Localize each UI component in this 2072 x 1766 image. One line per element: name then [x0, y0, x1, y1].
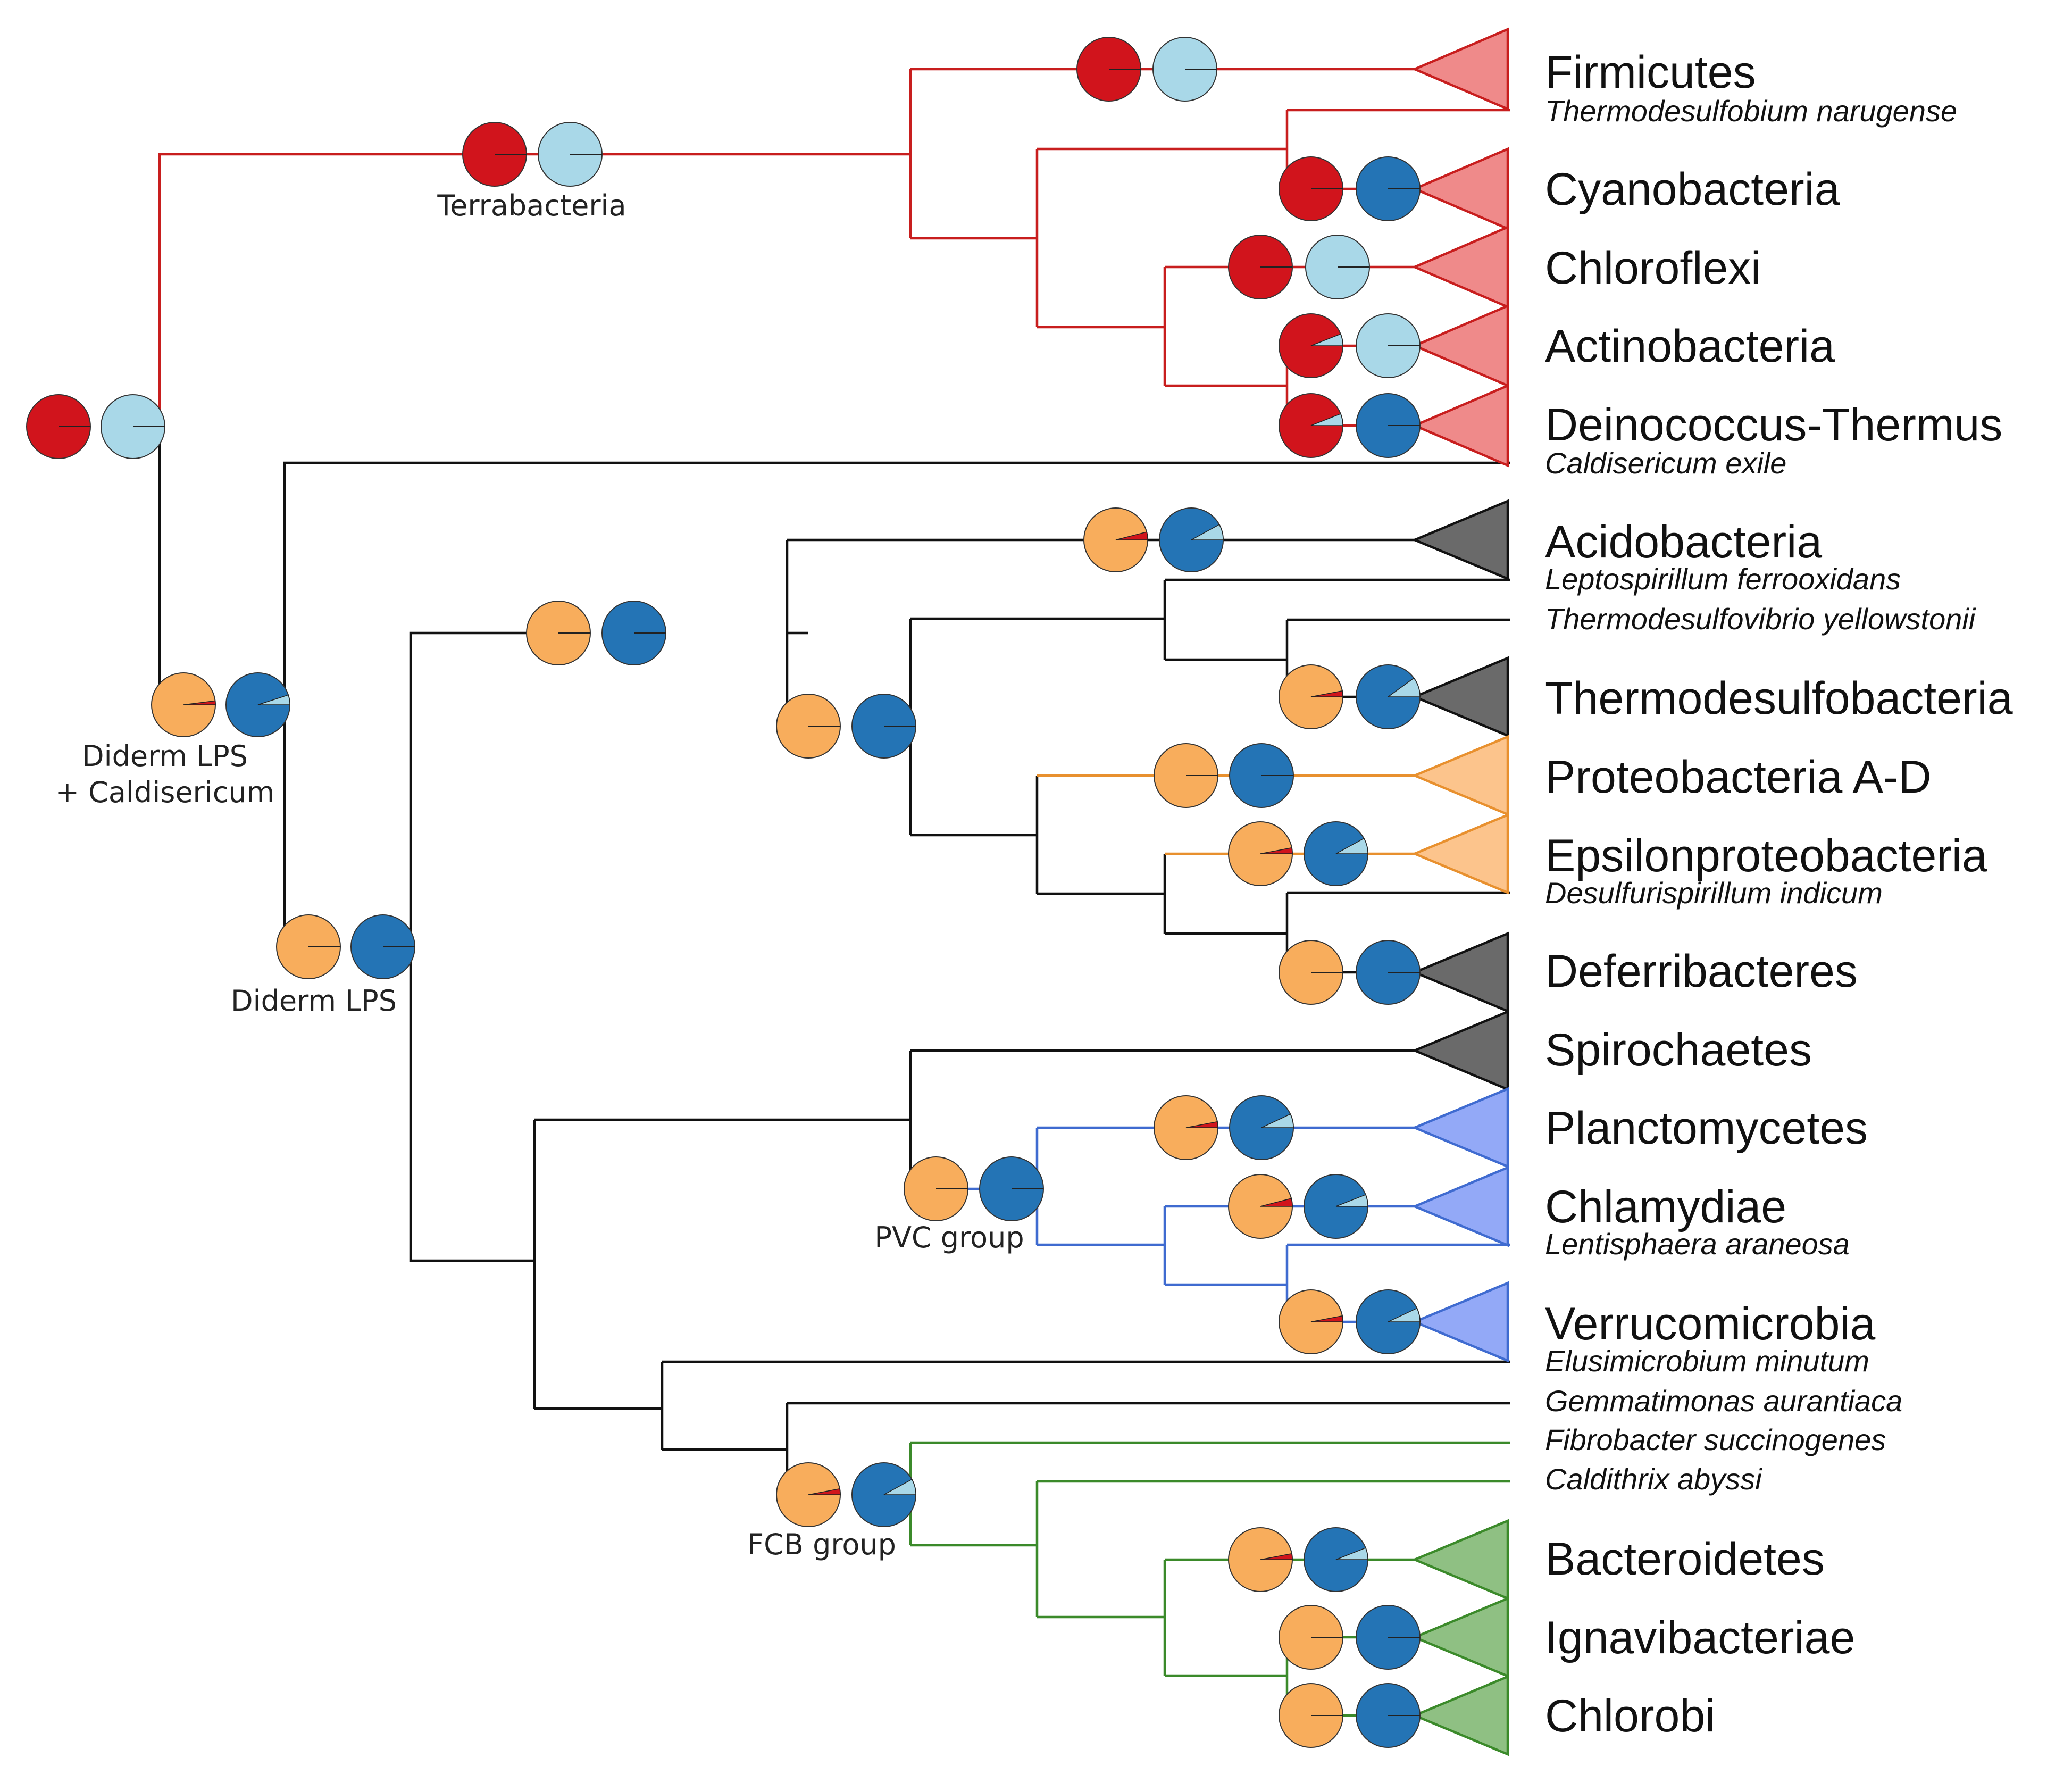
taxon-label: Planctomycetes [1545, 1103, 1868, 1154]
clade-triangle [1411, 735, 1509, 817]
taxon-label: Fibrobacter succinogenes [1545, 1423, 1886, 1456]
taxon-label: Gemmatimonas aurantiaca [1545, 1384, 1902, 1418]
taxon-label: Proteobacteria A-D [1545, 752, 1932, 803]
pie-slice [1310, 333, 1343, 346]
taxon-label: Thermodesulfobacteria [1545, 673, 2013, 724]
taxon-label: Chlamydiae [1545, 1181, 1786, 1232]
pie-slice [1335, 1547, 1368, 1560]
tree-branch [158, 153, 910, 427]
clade-triangle [1411, 1675, 1509, 1756]
taxon-label: Chlorobi [1545, 1690, 1715, 1742]
pie-slice [1185, 1121, 1218, 1128]
clade-triangle [1411, 384, 1509, 468]
pie-slice [1115, 531, 1148, 540]
pie-slice [883, 1479, 916, 1495]
taxon-label: Thermodesulfobium narugense [1545, 94, 1957, 128]
taxon-label: Thermodesulfovibrio yellowstonii [1545, 602, 1976, 636]
taxon-label: Epsilonproteobacteria [1545, 830, 1987, 881]
clade-label-terrabacteria: Terrabacteria [437, 189, 626, 222]
taxon-label: Acidobacteria [1545, 517, 1822, 568]
pie-slice [1310, 413, 1343, 426]
clade-triangle [1411, 1165, 1509, 1247]
taxon-label: Caldisericum exile [1545, 446, 1786, 480]
clade-triangle [1411, 1010, 1509, 1092]
collapsed-clades [1411, 27, 1509, 1756]
pie-slice [1261, 1113, 1294, 1128]
taxon-label: Firmicutes [1545, 47, 1756, 98]
clade-triangle [1411, 499, 1509, 581]
pie-slice [257, 694, 290, 705]
taxon-label: Deferribacteres [1545, 946, 1858, 997]
tree-branch [283, 461, 1510, 705]
taxon-label: Actinobacteria [1545, 321, 1835, 372]
taxon-label: Chloroflexi [1545, 243, 1761, 294]
pie-slice [808, 1488, 841, 1495]
labels: Terrabacteria Diderm LPS + Caldisericum … [55, 47, 2013, 1742]
taxon-label: Ignavibacteriae [1545, 1612, 1855, 1663]
tree-branch [409, 947, 534, 1262]
tree-branches [158, 68, 1510, 1717]
clade-label-diderm-lps: Diderm LPS [231, 984, 397, 1018]
clade-triangle [1411, 1519, 1509, 1601]
pie-slice [1388, 1307, 1421, 1322]
pie-slice [1260, 1553, 1293, 1560]
taxon-label: Elusimicrobium minutum [1545, 1344, 1869, 1378]
taxon-label: Lentisphaera araneosa [1545, 1227, 1850, 1261]
taxon-label: Desulfurispirillum indicum [1545, 876, 1883, 910]
clade-triangle [1411, 304, 1509, 388]
taxon-label: Deinococcus-Thermus [1545, 399, 2002, 451]
ancestral-state-pies [26, 37, 1421, 1748]
tree-branch [409, 631, 558, 947]
taxon-label: Leptospirillum ferrooxidans [1545, 562, 1901, 596]
taxon-label: Caldithrix abyssi [1545, 1462, 1762, 1496]
pie-slice [1260, 1198, 1293, 1207]
clade-label-fcb-group: FCB group [747, 1528, 896, 1561]
clade-triangle [1411, 656, 1509, 738]
clade-label-diderm-caldisericum-line2: + Caldisericum [55, 776, 275, 809]
clade-triangle [1411, 931, 1509, 1013]
pie-slice [1386, 677, 1421, 697]
clade-label-diderm-caldisericum-line1: Diderm LPS [82, 739, 248, 773]
clade-triangle [1411, 225, 1509, 309]
clade-triangle [1411, 147, 1509, 231]
clade-triangle [1411, 813, 1509, 895]
taxon-label: Bacteroidetes [1545, 1534, 1825, 1585]
pie-slice [1310, 1315, 1343, 1322]
taxon-label: Spirochaetes [1545, 1024, 1812, 1076]
pie-slice [1191, 524, 1224, 540]
clade-triangle [1411, 1281, 1509, 1363]
clade-triangle [1411, 27, 1509, 111]
pie-slice [1260, 847, 1293, 854]
clade-label-pvc-group: PVC group [874, 1221, 1024, 1254]
pie-slice [1335, 1194, 1368, 1207]
taxon-label: Cyanobacteria [1545, 164, 1840, 215]
pie-slice [1310, 690, 1343, 697]
clade-triangle [1411, 1596, 1509, 1678]
pie-slice [183, 700, 216, 705]
taxon-label: Verrucomicrobia [1545, 1298, 1876, 1350]
pie-slice [1335, 838, 1368, 854]
clade-triangle [1411, 1087, 1509, 1169]
